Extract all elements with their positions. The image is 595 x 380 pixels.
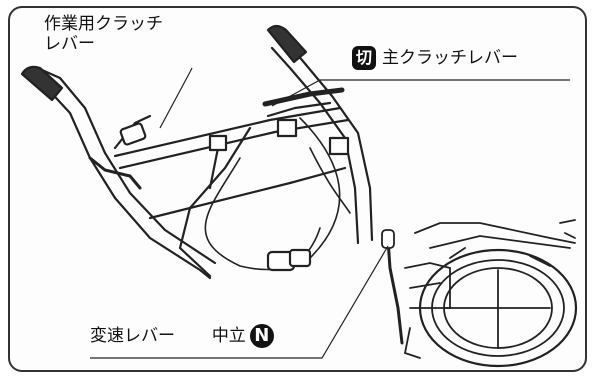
main-clutch-lever xyxy=(262,87,345,107)
shift-lever-leader xyxy=(90,245,389,359)
right-grip xyxy=(266,24,308,64)
tiller-handle-illustration xyxy=(20,24,578,368)
cut-badge: 切 xyxy=(352,46,376,70)
shift-lever-text: 変速レバー xyxy=(90,326,175,346)
leader-lines xyxy=(90,67,570,359)
neutral-badge: N xyxy=(249,324,274,348)
right-handle-tube xyxy=(270,46,360,245)
main-clutch-lever-text: 主クラッチレバー xyxy=(382,48,518,68)
work-clutch-lever-label-line2: レバー xyxy=(44,34,95,54)
air-cleaner xyxy=(418,248,578,368)
work-clutch-leader xyxy=(159,67,193,129)
engine-area xyxy=(381,219,578,368)
main-clutch-lever-label: 切主クラッチレバー xyxy=(352,46,518,70)
work-clutch-lever xyxy=(113,114,152,150)
work-clutch-lever-label-line1: 作業用クラッチ xyxy=(44,14,163,34)
shift-lever xyxy=(386,238,404,345)
work-clutch-lever-label: 作業用クラッチ レバー xyxy=(44,14,163,54)
neutral-text: 中立 xyxy=(211,326,246,346)
left-grip xyxy=(20,65,64,102)
main-clutch-leader xyxy=(271,79,570,107)
